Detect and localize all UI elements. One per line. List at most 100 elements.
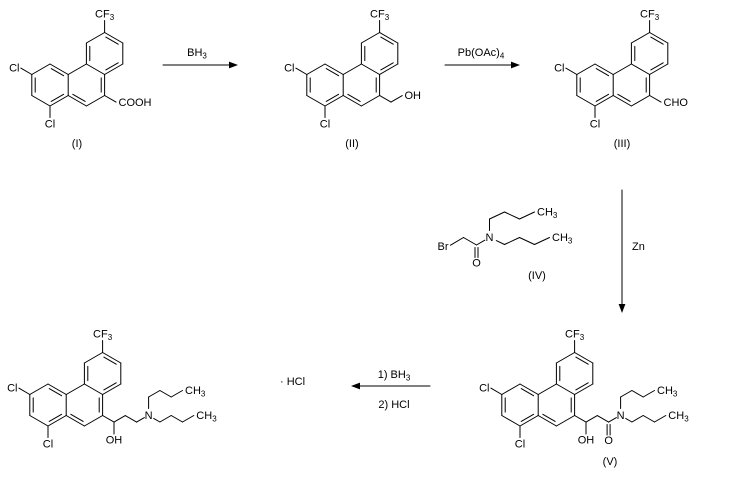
ring-bond bbox=[537, 415, 557, 427]
ring-bond bbox=[612, 95, 632, 107]
ring-bond bbox=[104, 32, 124, 44]
c9-bond bbox=[102, 415, 115, 423]
ring-bond bbox=[85, 32, 106, 44]
ring-bond bbox=[67, 63, 87, 75]
cf3-label-subscript: 3 bbox=[580, 333, 585, 342]
ring-bond bbox=[31, 63, 51, 75]
c9-bond bbox=[379, 95, 392, 103]
cf3-label-base: CF bbox=[370, 9, 385, 21]
arrowhead-right bbox=[229, 61, 238, 69]
ring-bond bbox=[104, 63, 124, 75]
cf3-label: CF3 bbox=[370, 9, 390, 23]
ch3-top-label-subscript: 3 bbox=[673, 390, 678, 399]
reagent-step4-line1-label-base: 1) BH bbox=[378, 369, 406, 381]
cl-left-bond bbox=[490, 387, 503, 395]
double-bond-inner bbox=[650, 36, 664, 45]
ring-bond bbox=[67, 95, 87, 107]
ring-bond bbox=[555, 352, 576, 364]
chain-bond bbox=[463, 237, 477, 246]
butyl-bond bbox=[504, 211, 520, 220]
double-bond-inner bbox=[575, 382, 589, 391]
ring-bond bbox=[519, 383, 539, 395]
double-bond-inner bbox=[595, 68, 610, 77]
ring-bond bbox=[29, 383, 49, 395]
butyl-bond bbox=[170, 415, 183, 423]
cl-left-label: Cl bbox=[479, 383, 489, 395]
ring-bond bbox=[501, 415, 521, 427]
double-bond-inner bbox=[48, 388, 63, 397]
cf3-label-base: CF bbox=[565, 329, 580, 341]
cho-label: CHO bbox=[664, 97, 689, 109]
cl-left-label: Cl bbox=[284, 63, 294, 75]
ring-bond bbox=[49, 95, 69, 107]
ring-bond bbox=[102, 383, 122, 395]
ring-bond bbox=[85, 63, 106, 75]
double-bond-inner bbox=[103, 356, 117, 365]
reagent-step1-label: BH3 bbox=[187, 47, 207, 61]
ch3-right-label-base: CH bbox=[196, 410, 212, 422]
chain-bond bbox=[450, 237, 464, 246]
double-bond-inner bbox=[380, 62, 394, 71]
butyl-bond bbox=[654, 415, 667, 423]
ring-bond bbox=[324, 63, 344, 75]
ch3-right-label: CH3 bbox=[668, 410, 689, 424]
ring-bond bbox=[83, 383, 104, 395]
double-bond-inner bbox=[103, 382, 117, 391]
c-n-bond bbox=[608, 417, 617, 423]
ring-bond bbox=[49, 63, 69, 75]
ring-bond bbox=[630, 63, 651, 75]
ring-bond bbox=[612, 63, 632, 75]
butyl-bond bbox=[495, 240, 505, 245]
ring-bond bbox=[31, 95, 51, 107]
cf3-label-subscript: 3 bbox=[655, 13, 660, 22]
reagent-step4-line1-label-subscript: 3 bbox=[406, 374, 411, 383]
butyl-bond bbox=[159, 415, 172, 423]
ring-bond bbox=[555, 383, 576, 395]
reagent-step2-label: Pb(OAc)4 bbox=[458, 47, 505, 61]
ring-bond bbox=[102, 352, 122, 364]
hcl-salt-label: · HCl bbox=[280, 376, 305, 388]
ring-bond bbox=[47, 383, 67, 395]
chain-bond bbox=[113, 415, 126, 423]
c9-bond bbox=[104, 95, 117, 103]
cl-left-label: Cl bbox=[554, 63, 564, 75]
ring-bond bbox=[85, 95, 106, 107]
chain-bond bbox=[124, 415, 138, 423]
cf3-label: CF3 bbox=[565, 329, 585, 343]
ring-bond bbox=[360, 63, 381, 75]
reagent-step4-line1-label: 1) BH3 bbox=[378, 369, 411, 383]
cl-bottom-label: Cl bbox=[45, 119, 55, 131]
ch3-right-label-base: CH bbox=[552, 232, 568, 244]
double-bond-inner bbox=[542, 413, 556, 422]
double-bond-inner bbox=[325, 93, 340, 102]
ring-bond bbox=[65, 383, 85, 395]
butyl-bond bbox=[504, 237, 520, 245]
ring-bond bbox=[574, 383, 594, 395]
butyl-bond bbox=[182, 415, 195, 423]
cf3-label: CF3 bbox=[95, 9, 115, 23]
c9-bond bbox=[574, 415, 587, 423]
ch3-top-label-base: CH bbox=[185, 385, 201, 397]
ring-bond bbox=[65, 415, 85, 427]
compound-id-label: (V) bbox=[603, 456, 618, 468]
butyl-bond bbox=[642, 390, 655, 398]
butyl-bond bbox=[620, 390, 633, 398]
ch3-right-label-subscript: 3 bbox=[684, 415, 689, 424]
double-bond-inner bbox=[617, 93, 631, 102]
oh-label: OH bbox=[578, 435, 595, 447]
ring-bond bbox=[379, 63, 399, 75]
ring-bond bbox=[649, 32, 669, 44]
cf3-label: CF3 bbox=[93, 329, 113, 343]
butyl-bond bbox=[170, 390, 183, 398]
arrowhead-left bbox=[351, 382, 360, 390]
ring-bond bbox=[574, 352, 594, 364]
reagent-step4-line2-label: 2) HCl bbox=[378, 399, 409, 411]
ring-bond bbox=[594, 63, 614, 75]
oh-label: OH bbox=[405, 90, 422, 102]
butyl-bond bbox=[153, 417, 161, 423]
ring-bond bbox=[360, 32, 381, 44]
